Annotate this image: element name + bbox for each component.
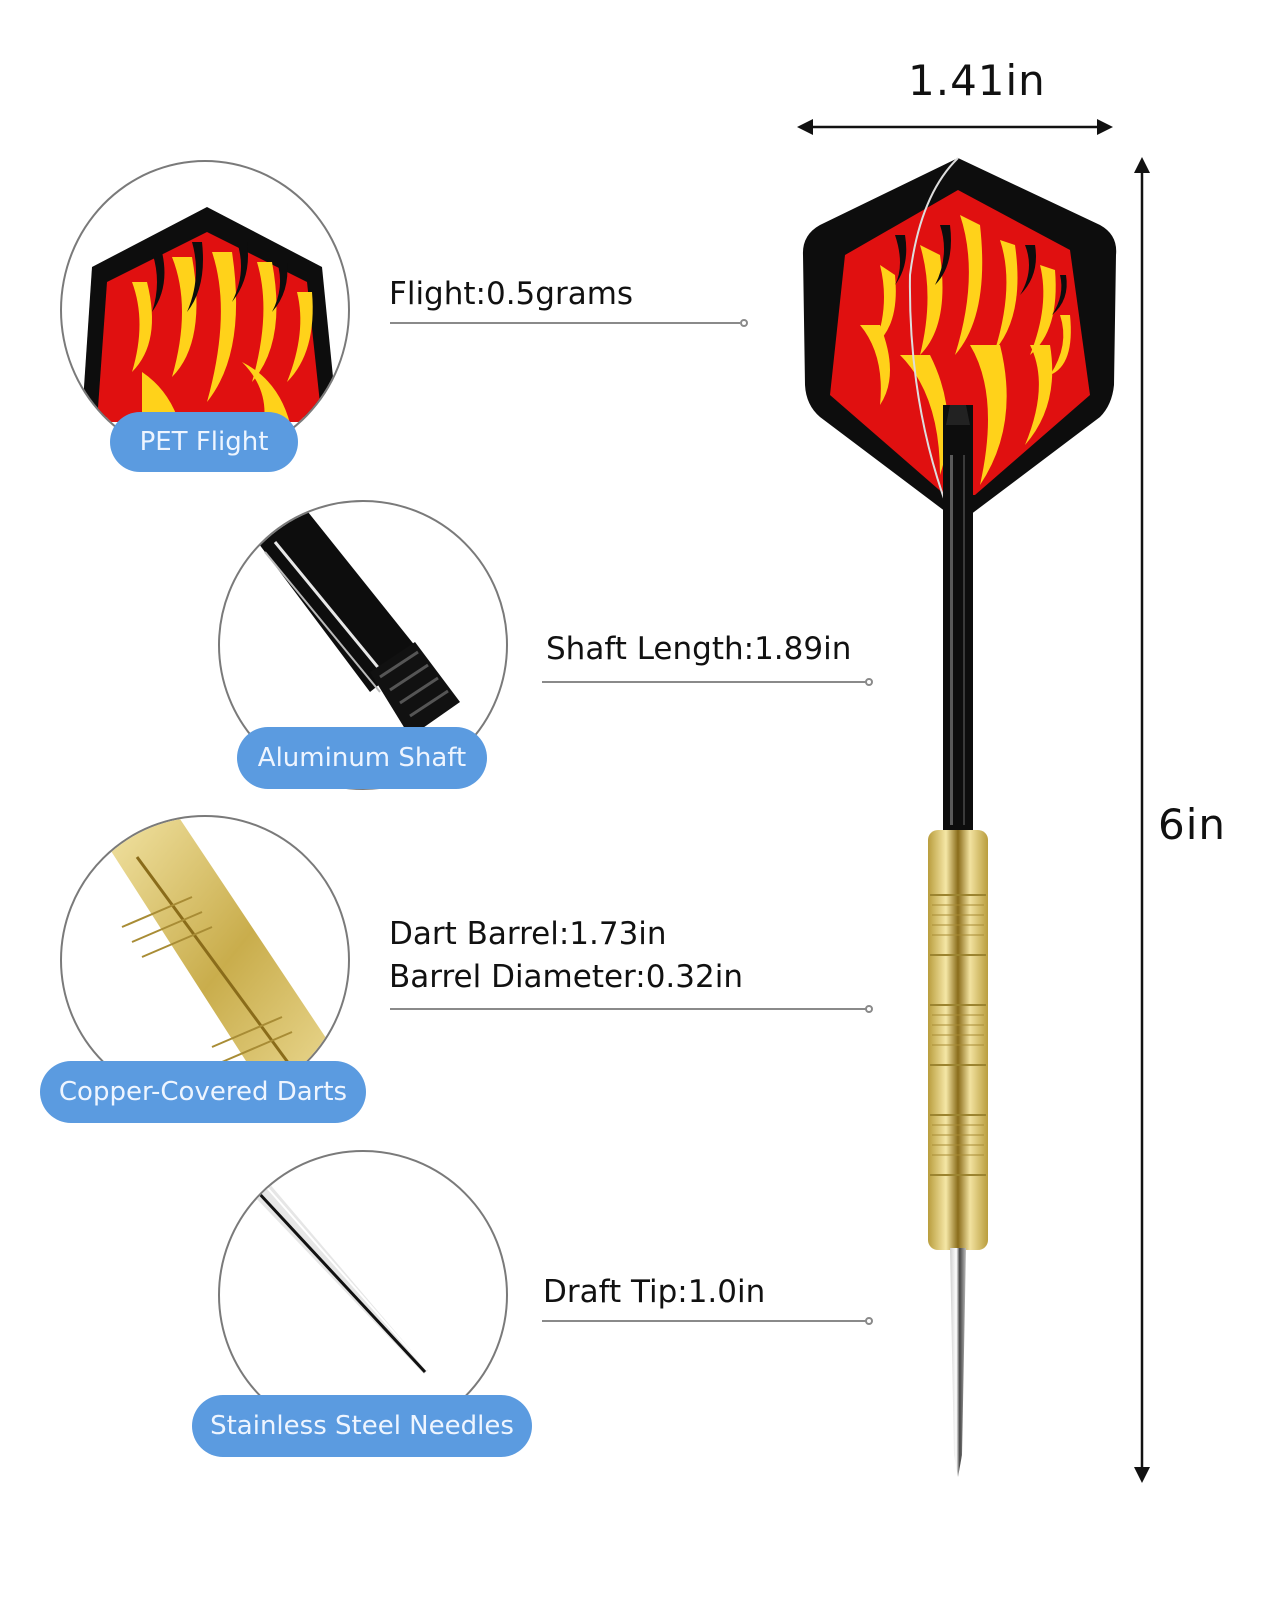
length-dimension-label: 6in bbox=[1158, 800, 1227, 849]
barrel-spec-length: Dart Barrel:1.73in bbox=[389, 916, 667, 952]
barrel-leader-dot bbox=[865, 1005, 873, 1013]
shaft-spec: Shaft Length:1.89in bbox=[546, 631, 852, 667]
barrel-detail-circle bbox=[60, 815, 350, 1105]
needle-badge: Stainless Steel Needles bbox=[192, 1395, 532, 1457]
shaft-icon bbox=[250, 502, 460, 737]
barrel-badge: Copper-Covered Darts bbox=[40, 1061, 366, 1123]
needle-detail-circle bbox=[218, 1150, 508, 1440]
needle-leader-dot bbox=[865, 1317, 873, 1325]
width-dimension-arrow-icon bbox=[797, 119, 1113, 135]
needle-spec: Draft Tip:1.0in bbox=[543, 1274, 766, 1310]
shaft-leader-line bbox=[542, 681, 866, 683]
dart-illustration-icon bbox=[802, 157, 1117, 1477]
width-dimension-label: 1.41in bbox=[908, 56, 1046, 105]
shaft-leader-dot bbox=[865, 678, 873, 686]
flight-leader-line bbox=[390, 322, 740, 324]
flight-badge: PET Flight bbox=[110, 412, 298, 472]
shaft-badge: Aluminum Shaft bbox=[237, 727, 487, 789]
length-dimension-arrow-icon bbox=[1134, 157, 1150, 1483]
flight-leader-dot bbox=[740, 319, 748, 327]
barrel-leader-line bbox=[390, 1008, 866, 1010]
flight-spec: Flight:0.5grams bbox=[389, 276, 634, 312]
needle-leader-line bbox=[542, 1320, 866, 1322]
flight-icon bbox=[82, 207, 337, 432]
flight-detail-circle bbox=[60, 160, 350, 460]
barrel-spec-diameter: Barrel Diameter:0.32in bbox=[389, 959, 743, 995]
needle-icon bbox=[250, 1182, 428, 1374]
